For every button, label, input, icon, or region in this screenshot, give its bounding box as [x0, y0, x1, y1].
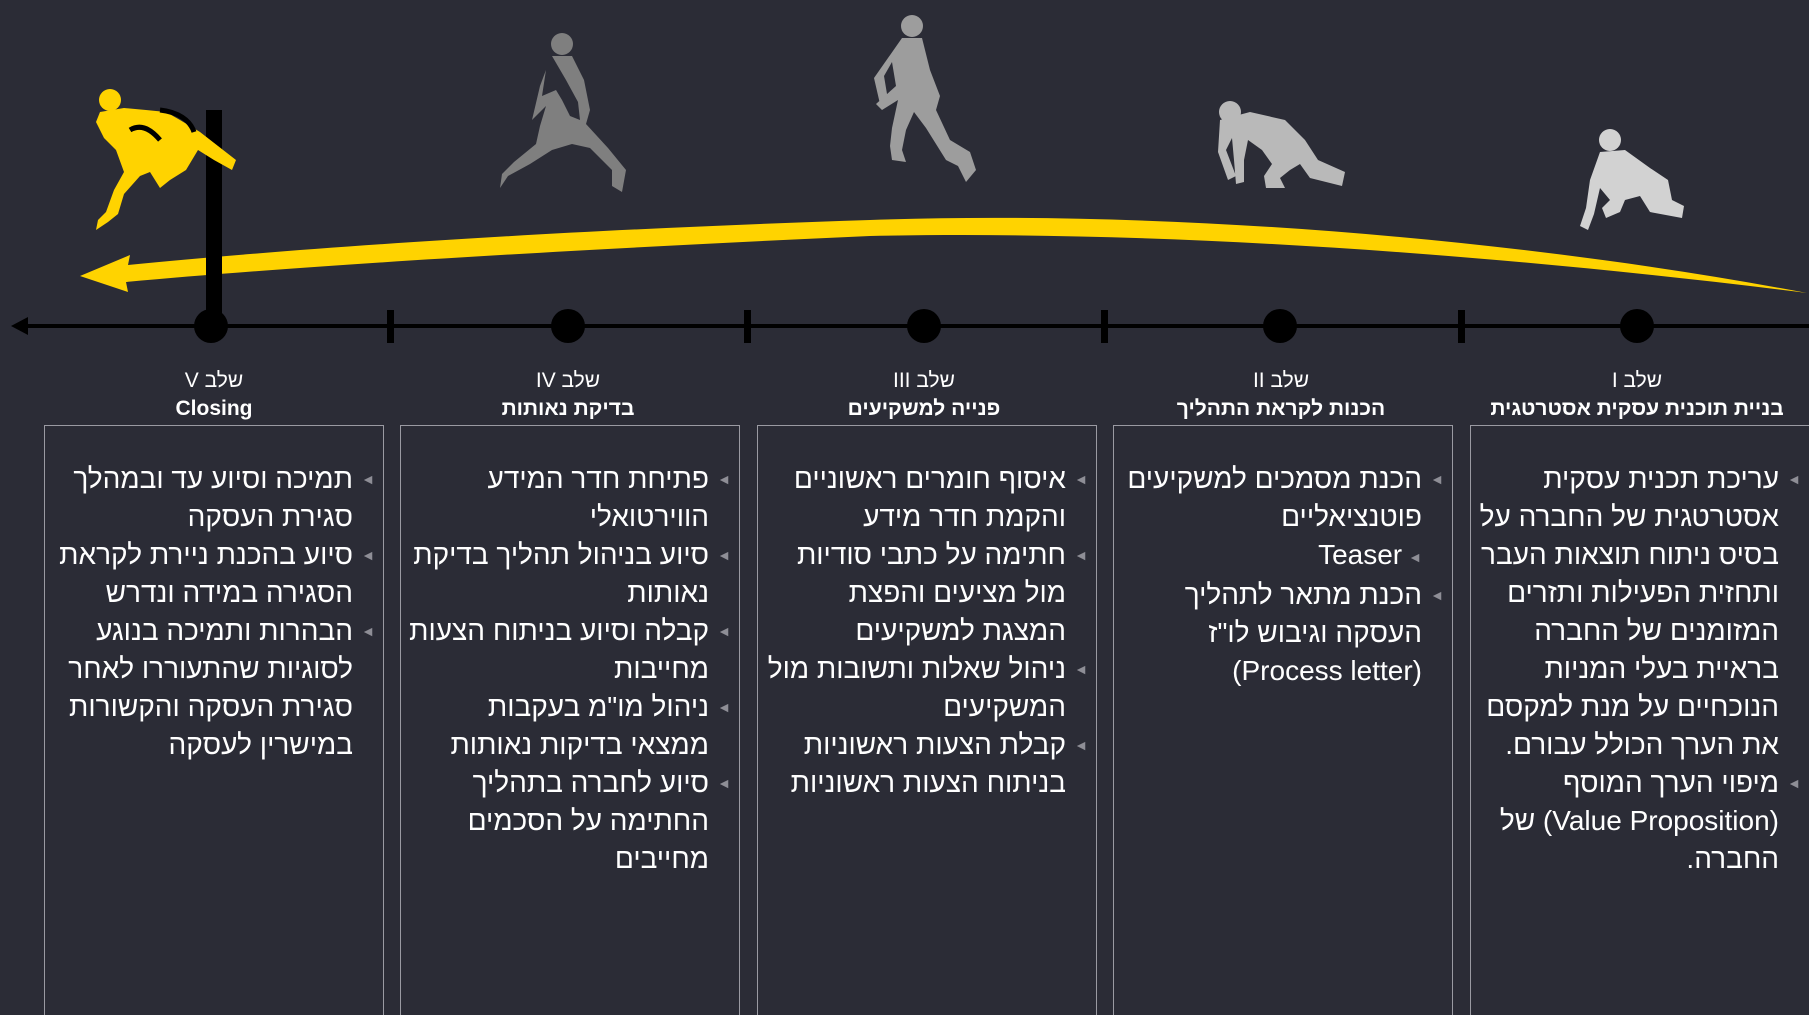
list-item: ◄ הכנת מסמכים למשקיעים פוטנציאליים ◄ Teaser [1122, 460, 1444, 576]
list-item-text: איסוף חומרים ראשוניים והקמת חדר מידע [793, 463, 1066, 532]
stage-box: ◄ תמיכה וסיוע עד ובמהלך סגירת העסקה ◄ סיוע… [44, 425, 384, 1015]
stage-title: בניית תוכנית עסקית אסטרטגית [1490, 397, 1784, 420]
list-item-text: תמיכה וסיוע עד ובמהלך סגירת העסקה [73, 463, 353, 532]
list-item-text: ניהול שאלות ותשובות מול המשקיעים [767, 653, 1066, 722]
stage-header: שלב IV בדיקת נאותות [398, 367, 738, 423]
list-item: ◄ סיוע לחברה בתהליך החתימה על הסכמים מחיי… [409, 764, 731, 878]
list-item: ◄ תמיכה וסיוע עד ובמהלך סגירת העסקה [53, 460, 375, 536]
list-item: ◄ קבלת הצעות ראשוניות בניתוח הצעות ראשוני… [766, 726, 1088, 802]
list-item: ◄ חתימה על כתבי סודיות מול מציעים והפצת ה… [766, 536, 1088, 650]
list-item-text: סיוע בהכנת ניירת לקראת הסגירה במידה ונדר… [59, 539, 353, 608]
timeline-axis [11, 309, 1809, 343]
stage-header: שלב I בניית תוכנית עסקית אסטרטגית [1467, 367, 1807, 423]
stage-title: פנייה למשקיעים [847, 397, 1001, 420]
bullet-icon: ◄ [1074, 547, 1088, 563]
list-item: ◄ הבהרות ותמיכה בנוגע לסוגיות שהתעוררו לא… [53, 612, 375, 764]
list-item-text: חתימה על כתבי סודיות מול מציעים והפצת המ… [796, 539, 1066, 646]
kneeling-runner-icon [1580, 129, 1684, 230]
timeline-divider [744, 310, 751, 343]
stage-number: שלב V [184, 369, 244, 392]
stage-number: שלב IV [535, 369, 601, 392]
bullet-icon: ◄ [1408, 549, 1422, 565]
list-item: ◄ ניהול מו"מ בעקבות ממצאי בדיקות נאותות [409, 688, 731, 764]
stage-items: ◄ תמיכה וסיוע עד ובמהלך סגירת העסקה ◄ סיוע… [53, 460, 375, 764]
timeline-divider [1101, 310, 1108, 343]
stage-number: שלב I [1611, 369, 1663, 392]
list-item: ◄ עריכת תכנית עסקית אסטרטגית של החברה על … [1479, 460, 1801, 764]
stage-title: בדיקת נאותות [501, 397, 635, 420]
bullet-icon: ◄ [717, 623, 731, 639]
list-item: ◄ הכנת מתאר לתהליך העסקה וגיבוש לו"ז (Pro… [1122, 576, 1444, 690]
stage-items: ◄ איסוף חומרים ראשוניים והקמת חדר מידע ◄ ח… [766, 460, 1088, 802]
stage-dot [1263, 309, 1297, 343]
progress-arrow-icon [80, 217, 1807, 293]
stage-box: ◄ עריכת תכנית עסקית אסטרטגית של החברה על … [1470, 425, 1809, 1015]
stage-box: ◄ איסוף חומרים ראשוניים והקמת חדר מידע ◄ ח… [757, 425, 1097, 1015]
stage-items: ◄ עריכת תכנית עסקית אסטרטגית של החברה על … [1479, 460, 1801, 878]
stage-items: ◄ הכנת מסמכים למשקיעים פוטנציאליים ◄ Teaser… [1122, 460, 1444, 690]
list-item: ◄ קבלה וסיוע בניתוח הצעות מחייבות [409, 612, 731, 688]
list-item-text: הבהרות ותמיכה בנוגע לסוגיות שהתעוררו לאח… [68, 615, 353, 760]
list-item-text: הכנת מתאר לתהליך העסקה וגיבוש לו"ז (Proc… [1184, 579, 1422, 686]
list-item: ◄ סיוע בהכנת ניירת לקראת הסגירה במידה ונד… [53, 536, 375, 612]
list-item-text: קבלה וסיוע בניתוח הצעות מחייבות [409, 615, 709, 684]
stage-dot [551, 309, 585, 343]
sprinting-man-icon [500, 33, 626, 192]
stage-header: שלב V Closing [44, 367, 384, 423]
list-item-text: קבלת הצעות ראשוניות בניתוח הצעות ראשוניו… [790, 729, 1066, 798]
list-item-text: סיוע בניהול תהליך בדיקת נאותות [413, 539, 709, 608]
finish-post-icon [206, 110, 222, 322]
list-item: ◄ מיפוי הערך המוסף (Value Proposition) של… [1479, 764, 1801, 878]
bullet-icon: ◄ [1074, 471, 1088, 487]
list-item-text: ניהול מו"מ בעקבות ממצאי בדיקות נאותות [450, 691, 709, 760]
stage-box: ◄ פתיחת חדר המידע הווירטואלי ◄ סיוע בניהול… [400, 425, 740, 1015]
crouching-runner-icon [1218, 101, 1345, 188]
timeline-divider [387, 310, 394, 343]
list-item-subtext: ◄ Teaser [1318, 539, 1422, 570]
stage-items: ◄ פתיחת חדר המידע הווירטואלי ◄ סיוע בניהול… [409, 460, 731, 878]
teaser-label: Teaser [1318, 539, 1403, 570]
bullet-icon: ◄ [1430, 587, 1444, 603]
bullet-icon: ◄ [717, 471, 731, 487]
list-item-text: הכנת מסמכים למשקיעים פוטנציאליים [1127, 463, 1422, 532]
bullet-icon: ◄ [1074, 737, 1088, 753]
stage-title: Closing [175, 397, 253, 420]
stage-number: שלב II [1252, 369, 1310, 392]
list-item: ◄ ניהול שאלות ותשובות מול המשקיעים [766, 650, 1088, 726]
bullet-icon: ◄ [1074, 661, 1088, 677]
stage-header: שלב II הכנות לקראת התהליך [1111, 367, 1451, 423]
stage-timeline-graphic [11, 15, 1809, 343]
bullet-icon: ◄ [717, 775, 731, 791]
stage-number: שלב III [893, 369, 955, 392]
bullet-icon: ◄ [717, 699, 731, 715]
list-item: ◄ פתיחת חדר המידע הווירטואלי [409, 460, 731, 536]
stage-header: שלב III פנייה למשקיעים [754, 367, 1094, 423]
bullet-icon: ◄ [361, 471, 375, 487]
bullet-icon: ◄ [1787, 775, 1801, 791]
bullet-icon: ◄ [1430, 471, 1444, 487]
arrow-left-icon [11, 317, 28, 335]
list-item-text: מיפוי הערך המוסף (Value Proposition) של … [1499, 767, 1779, 874]
timeline-divider [1458, 310, 1465, 343]
bullet-icon: ◄ [361, 547, 375, 563]
finishing-runner-icon [96, 89, 236, 230]
stage-dot [907, 309, 941, 343]
bullet-icon: ◄ [361, 623, 375, 639]
stage-box: ◄ הכנת מסמכים למשקיעים פוטנציאליים ◄ Teaser… [1113, 425, 1453, 1015]
list-item-text: סיוע לחברה בתהליך החתימה על הסכמים מחייב… [467, 767, 709, 874]
running-man-icon [874, 15, 976, 182]
list-item-text: פתיחת חדר המידע הווירטואלי [487, 463, 709, 532]
stage-dot [1620, 309, 1654, 343]
list-item-text: עריכת תכנית עסקית אסטרטגית של החברה על ב… [1479, 463, 1779, 760]
bullet-icon: ◄ [1787, 471, 1801, 487]
list-item: ◄ איסוף חומרים ראשוניים והקמת חדר מידע [766, 460, 1088, 536]
list-item: ◄ סיוע בניהול תהליך בדיקת נאותות [409, 536, 731, 612]
bullet-icon: ◄ [717, 547, 731, 563]
stage-title: הכנות לקראת התהליך [1176, 397, 1386, 420]
